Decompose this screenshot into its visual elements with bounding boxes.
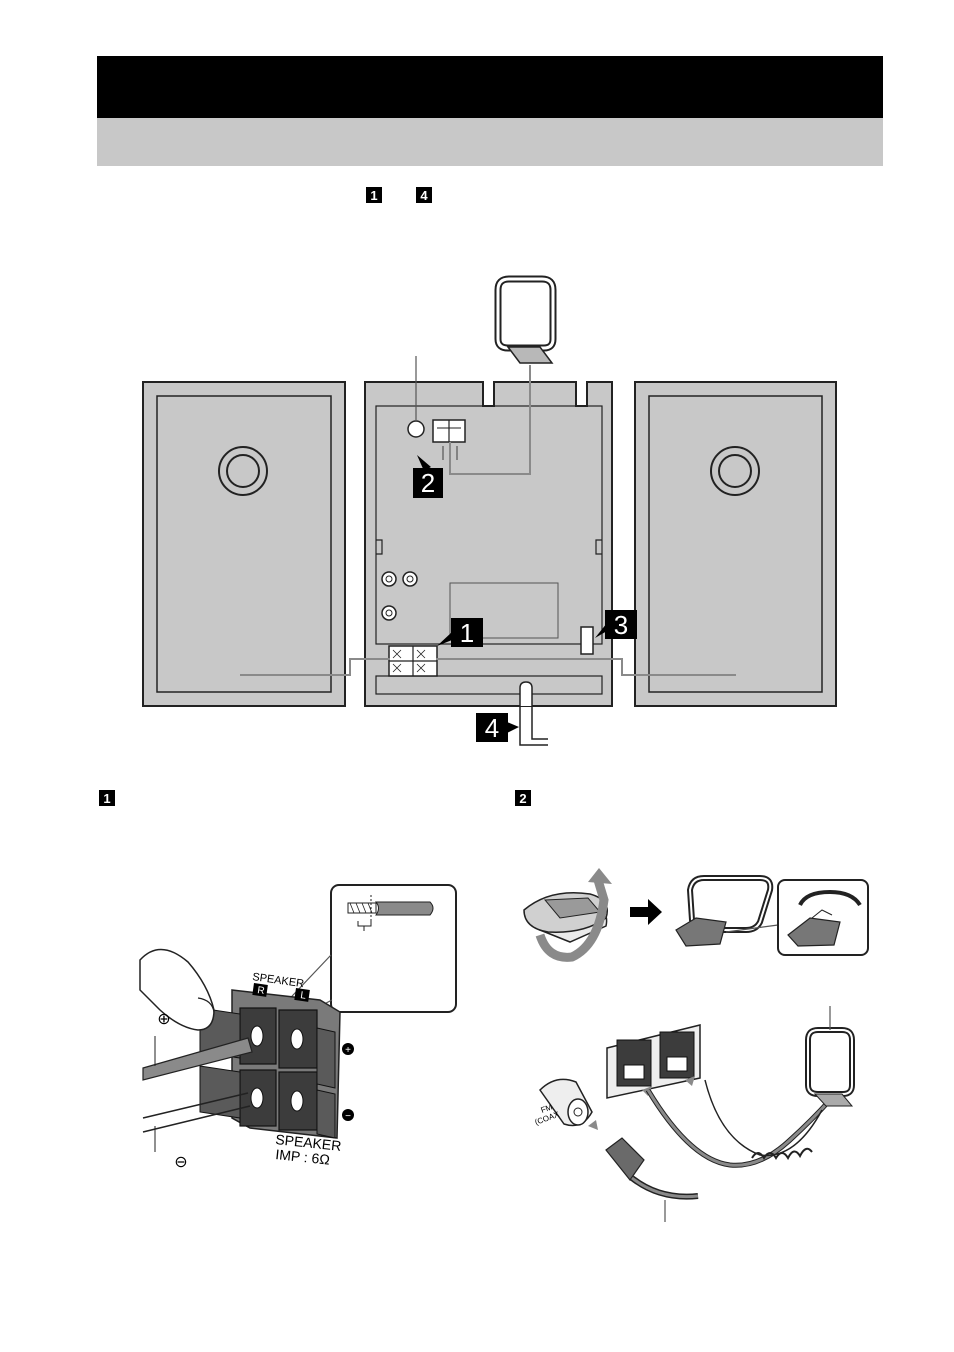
header-step-first: 1 xyxy=(366,187,382,203)
subtitle-bar xyxy=(97,118,883,166)
callout-4: 4 xyxy=(476,713,519,743)
callout-2: 2 xyxy=(413,455,443,498)
callout-4-label: 4 xyxy=(485,713,499,743)
callout-3: 3 xyxy=(595,610,637,640)
callout-1-label: 1 xyxy=(460,618,474,648)
header-step-last: 4 xyxy=(416,187,432,203)
right-speaker xyxy=(634,381,837,707)
section-speaker-number: 1 xyxy=(99,790,115,806)
channel-r-label: R xyxy=(257,985,266,997)
minus-marker: ⊖ xyxy=(174,1154,187,1171)
plus-marker: ⊕ xyxy=(157,1011,170,1028)
channel-l-label: L xyxy=(300,990,307,1002)
callout-2-label: 2 xyxy=(421,468,435,498)
title-bar xyxy=(97,56,883,118)
antenna-assembly-illustration: FM (COAX xyxy=(523,868,869,1222)
left-speaker xyxy=(142,381,346,707)
fm-jack-label-1: FM xyxy=(540,1102,554,1115)
am-loop-antenna xyxy=(494,275,557,364)
main-unit-rear xyxy=(364,381,613,707)
callout-1: 1 xyxy=(437,618,483,648)
svg-text:+: + xyxy=(345,1045,351,1056)
svg-text:−: − xyxy=(345,1111,351,1122)
speaker-bottom-label-1: SPEAKER xyxy=(275,1131,342,1154)
connection-wires xyxy=(240,365,736,676)
section-antenna-number: 2 xyxy=(515,790,531,806)
speaker-bottom-label-2: IMP : 6Ω xyxy=(275,1146,331,1168)
speaker-terminal-illustration: SPEAKER R L + − SPEAKER IMP : 6Ω ⊕ ⊖ xyxy=(139,884,457,1171)
callout-3-label: 3 xyxy=(614,610,628,640)
